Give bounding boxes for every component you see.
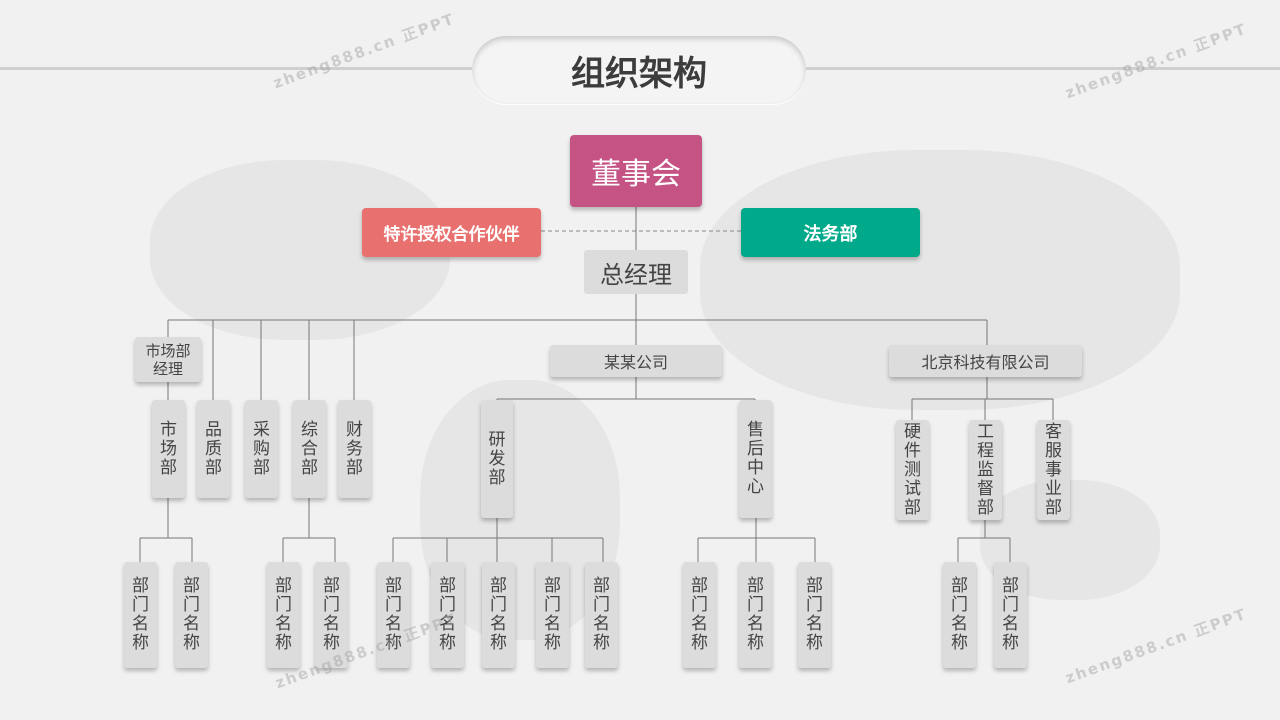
company-node: 北京科技有限公司 — [889, 345, 1082, 377]
dept-node: 客服事业部 — [1037, 420, 1070, 520]
sub-dept-node: 部门名称 — [739, 562, 772, 668]
sub-dept-node: 部门名称 — [267, 562, 300, 668]
sub-dept-label: 部门名称 — [747, 576, 764, 653]
sub-dept-node: 部门名称 — [683, 562, 716, 668]
sub-dept-label: 部门名称 — [132, 576, 149, 653]
sub-dept-label: 部门名称 — [490, 576, 507, 653]
page-title: 组织架构 — [571, 53, 707, 94]
sub-dept-node: 部门名称 — [377, 562, 410, 668]
company-node: 某某公司 — [550, 345, 722, 377]
sub-dept-label: 部门名称 — [275, 576, 292, 653]
sub-dept-node: 部门名称 — [175, 562, 208, 668]
sub-dept-label: 部门名称 — [323, 576, 340, 653]
sub-dept-label: 部门名称 — [806, 576, 823, 653]
sub-dept-node: 部门名称 — [585, 562, 618, 668]
sub-dept-node: 部门名称 — [482, 562, 515, 668]
title-rule — [0, 67, 472, 70]
board-node: 董事会 — [570, 135, 702, 207]
dept-node: 研发部 — [481, 400, 513, 518]
title-pill: 组织架构 — [472, 36, 806, 104]
dept-node: 综合部 — [293, 400, 326, 498]
dept-node: 硬件测试部 — [896, 420, 929, 520]
sub-dept-label: 部门名称 — [183, 576, 200, 653]
sub-dept-label: 部门名称 — [439, 576, 456, 653]
marketing-manager-node: 市场部经理 — [135, 337, 201, 382]
sub-dept-node: 部门名称 — [431, 562, 464, 668]
dept-node: 财务部 — [338, 400, 371, 498]
sub-dept-node: 部门名称 — [536, 562, 569, 668]
sub-dept-node: 部门名称 — [315, 562, 348, 668]
sub-dept-label: 部门名称 — [1002, 576, 1019, 653]
sub-dept-label: 部门名称 — [544, 576, 561, 653]
sub-dept-node: 部门名称 — [943, 562, 976, 668]
sub-dept-node: 部门名称 — [798, 562, 831, 668]
sub-dept-node: 部门名称 — [994, 562, 1027, 668]
title-rule — [806, 67, 1280, 70]
dept-node: 品质部 — [197, 400, 230, 498]
sub-dept-label: 部门名称 — [691, 576, 708, 653]
sub-dept-label: 部门名称 — [593, 576, 610, 653]
dept-node: 采购部 — [245, 400, 278, 498]
dept-node: 工程监督部 — [969, 420, 1002, 520]
legal-node: 法务部 — [741, 208, 920, 257]
dept-node: 售后中心 — [739, 400, 772, 518]
partner-node: 特许授权合作伙伴 — [362, 208, 541, 257]
dept-node: 市场部 — [152, 400, 185, 498]
sub-dept-node: 部门名称 — [124, 562, 157, 668]
gm-node: 总经理 — [584, 250, 688, 294]
sub-dept-label: 部门名称 — [951, 576, 968, 653]
sub-dept-label: 部门名称 — [385, 576, 402, 653]
